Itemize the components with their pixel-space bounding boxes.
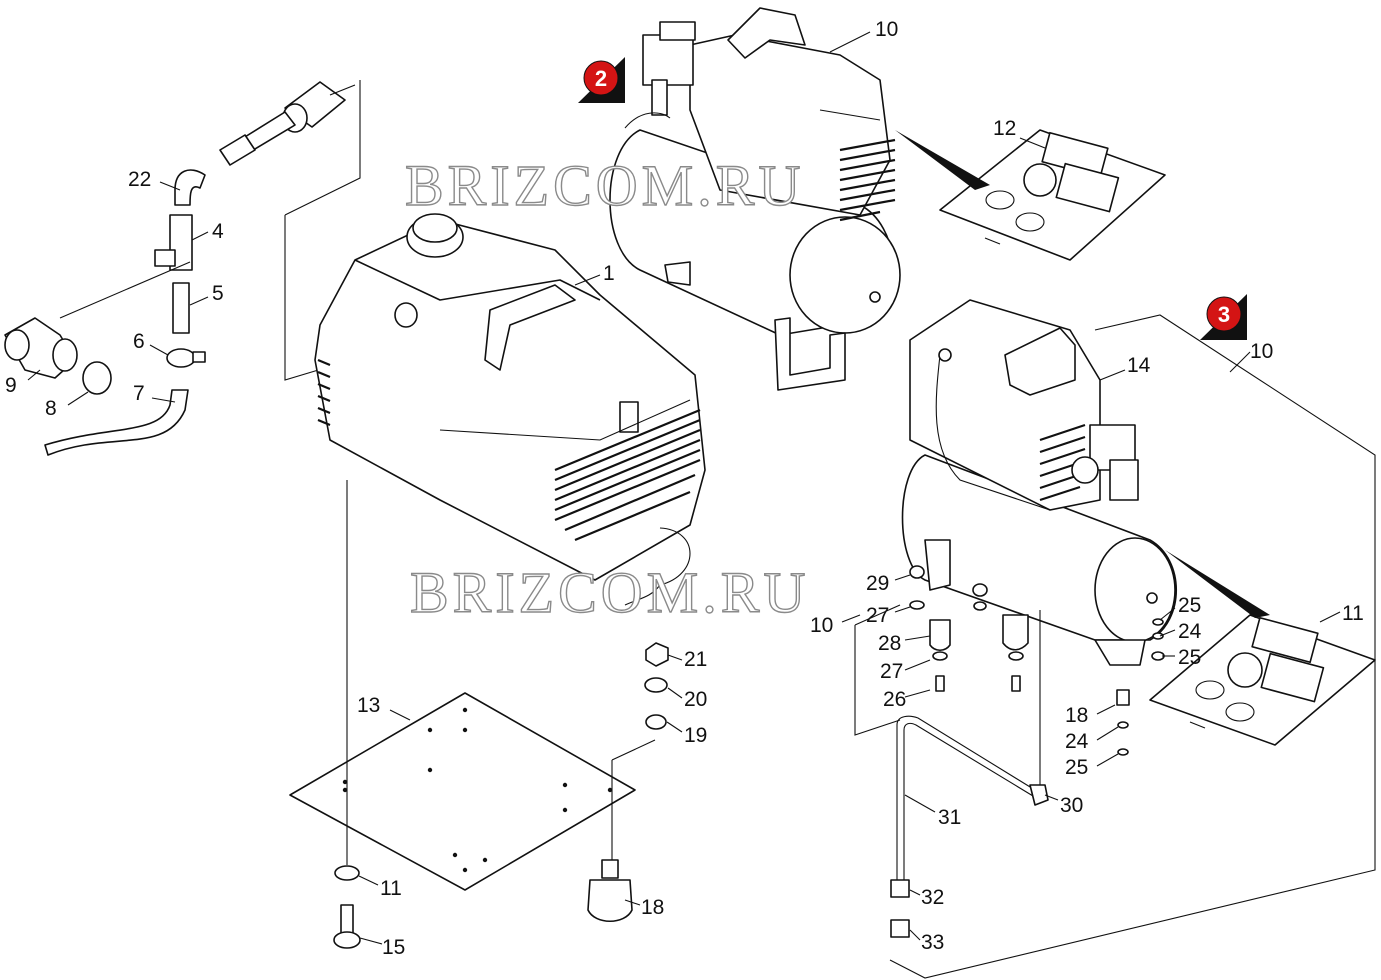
callout-9: 9 <box>5 374 17 397</box>
callout-labels: 10 12 1 22 4 5 6 7 8 9 10 14 29 27 10 28… <box>5 18 1364 959</box>
hardware-right <box>890 565 1165 938</box>
badge-3-label: 3 <box>1218 302 1230 327</box>
callout-28: 28 <box>878 632 901 655</box>
compressor-unit-right <box>901 299 1178 666</box>
callout-25c: 25 <box>1065 756 1088 779</box>
fitting-assembly <box>4 81 346 456</box>
callout-15: 15 <box>382 936 405 959</box>
base-plate-13 <box>289 692 636 891</box>
hardware-left <box>333 642 669 949</box>
callout-27a: 27 <box>866 604 889 627</box>
callout-10-mid: 10 <box>810 614 833 637</box>
leader-lines <box>27 31 1341 945</box>
callout-7: 7 <box>133 382 145 405</box>
callout-14: 14 <box>1127 354 1151 377</box>
callout-32: 32 <box>921 886 944 909</box>
callout-5: 5 <box>212 282 224 305</box>
callout-4: 4 <box>212 220 224 243</box>
callout-19: 19 <box>684 724 707 747</box>
label-sheet-11 <box>1149 614 1376 746</box>
callout-26: 26 <box>883 688 906 711</box>
badge-2: 2 <box>578 57 625 103</box>
callout-11-bottom: 11 <box>380 877 402 900</box>
callout-18-right: 18 <box>1065 704 1088 727</box>
badge-3: 3 <box>1200 294 1247 340</box>
callout-10-right: 10 <box>1250 340 1273 363</box>
callout-24a: 24 <box>1178 620 1202 643</box>
callout-13: 13 <box>357 694 380 717</box>
arrow-to-label-12 <box>895 130 990 190</box>
label-sheet-12 <box>939 129 1166 261</box>
callout-30: 30 <box>1060 794 1083 817</box>
callout-27b: 27 <box>880 660 903 683</box>
arrow-to-label-11 <box>1165 550 1270 618</box>
callout-24b: 24 <box>1065 730 1089 753</box>
compressor-unit-top <box>609 7 901 391</box>
callout-10-top: 10 <box>875 18 898 41</box>
watermark-middle: BRIZCOM.RU <box>410 560 809 625</box>
callout-29: 29 <box>866 572 889 595</box>
callout-25a: 25 <box>1178 594 1201 617</box>
callout-8: 8 <box>45 397 57 420</box>
callout-11-right: 11 <box>1342 602 1364 625</box>
callout-1: 1 <box>603 262 615 285</box>
main-tank-1 <box>314 213 706 606</box>
callout-33: 33 <box>921 931 944 954</box>
callout-22: 22 <box>128 168 151 191</box>
watermark-top: BRIZCOM.RU <box>405 153 804 218</box>
badge-2-label: 2 <box>595 66 607 91</box>
callout-6: 6 <box>133 330 145 353</box>
callout-31: 31 <box>938 806 961 829</box>
callout-12: 12 <box>993 117 1016 140</box>
callout-25b: 25 <box>1178 646 1201 669</box>
callout-20: 20 <box>684 688 707 711</box>
callout-21: 21 <box>684 648 707 671</box>
callout-18-bottom: 18 <box>641 896 664 919</box>
